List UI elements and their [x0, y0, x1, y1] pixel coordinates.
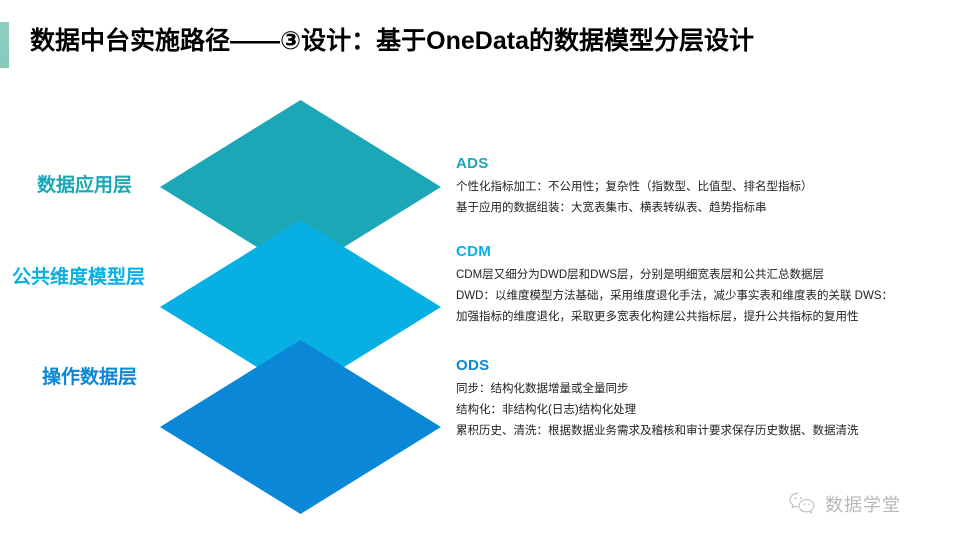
description-block-ads: ADS 个性化指标加工：不公用性；复杂性（指数型、比值型、排名型指标） 基于应用…	[456, 155, 936, 219]
description-line: 个性化指标加工：不公用性；复杂性（指数型、比值型、排名型指标）	[456, 181, 813, 193]
footer-watermark: 数据学堂	[788, 487, 948, 521]
wechat-icon	[788, 491, 818, 517]
description-title-ads: ADS	[456, 155, 489, 172]
description-line: 基于应用的数据组装：大宽表集市、横表转纵表、趋势指标串	[456, 202, 767, 214]
description-line: CDM层又细分为DWD层和DWS层，分别是明细宽表层和公共汇总数据层	[456, 269, 824, 281]
watermark-text: 数据学堂	[825, 495, 901, 515]
layer-diagram	[160, 95, 450, 514]
description-line: 累积历史、清洗：根据数据业务需求及稽核和审计要求保存历史数据、数据清洗	[456, 425, 859, 437]
layer-label-ods: 操作数据层	[42, 367, 138, 388]
description-title-cdm: CDM	[456, 243, 492, 260]
layer-label-ads: 数据应用层	[37, 175, 133, 196]
description-line: 结构化：非结构化(日志)结构化处理	[456, 404, 637, 416]
description-block-ods: ODS 同步：结构化数据增量或全量同步 结构化：非结构化(日志)结构化处理 累积…	[456, 357, 936, 442]
description-line: DWD：以维度模型方法基础，采用维度退化手法，减少事实表和维度表的关联 DWS：	[456, 290, 893, 302]
page-header: 数据中台实施路径——③设计：基于OneData的数据模型分层设计	[0, 18, 960, 70]
diamond-layer-ods	[160, 340, 441, 514]
page-title: 数据中台实施路径——③设计：基于OneData的数据模型分层设计	[30, 27, 754, 55]
header-accent-bar	[0, 22, 9, 68]
description-line: 同步：结构化数据增量或全量同步	[456, 383, 629, 395]
description-line: 加强指标的维度退化，采取更多宽表化构建公共指标层，提升公共指标的复用性	[456, 311, 859, 323]
description-block-cdm: CDM CDM层又细分为DWD层和DWS层，分别是明细宽表层和公共汇总数据层 D…	[456, 243, 936, 328]
description-title-ods: ODS	[456, 357, 490, 374]
layer-label-cdm: 公共维度模型层	[12, 267, 146, 288]
